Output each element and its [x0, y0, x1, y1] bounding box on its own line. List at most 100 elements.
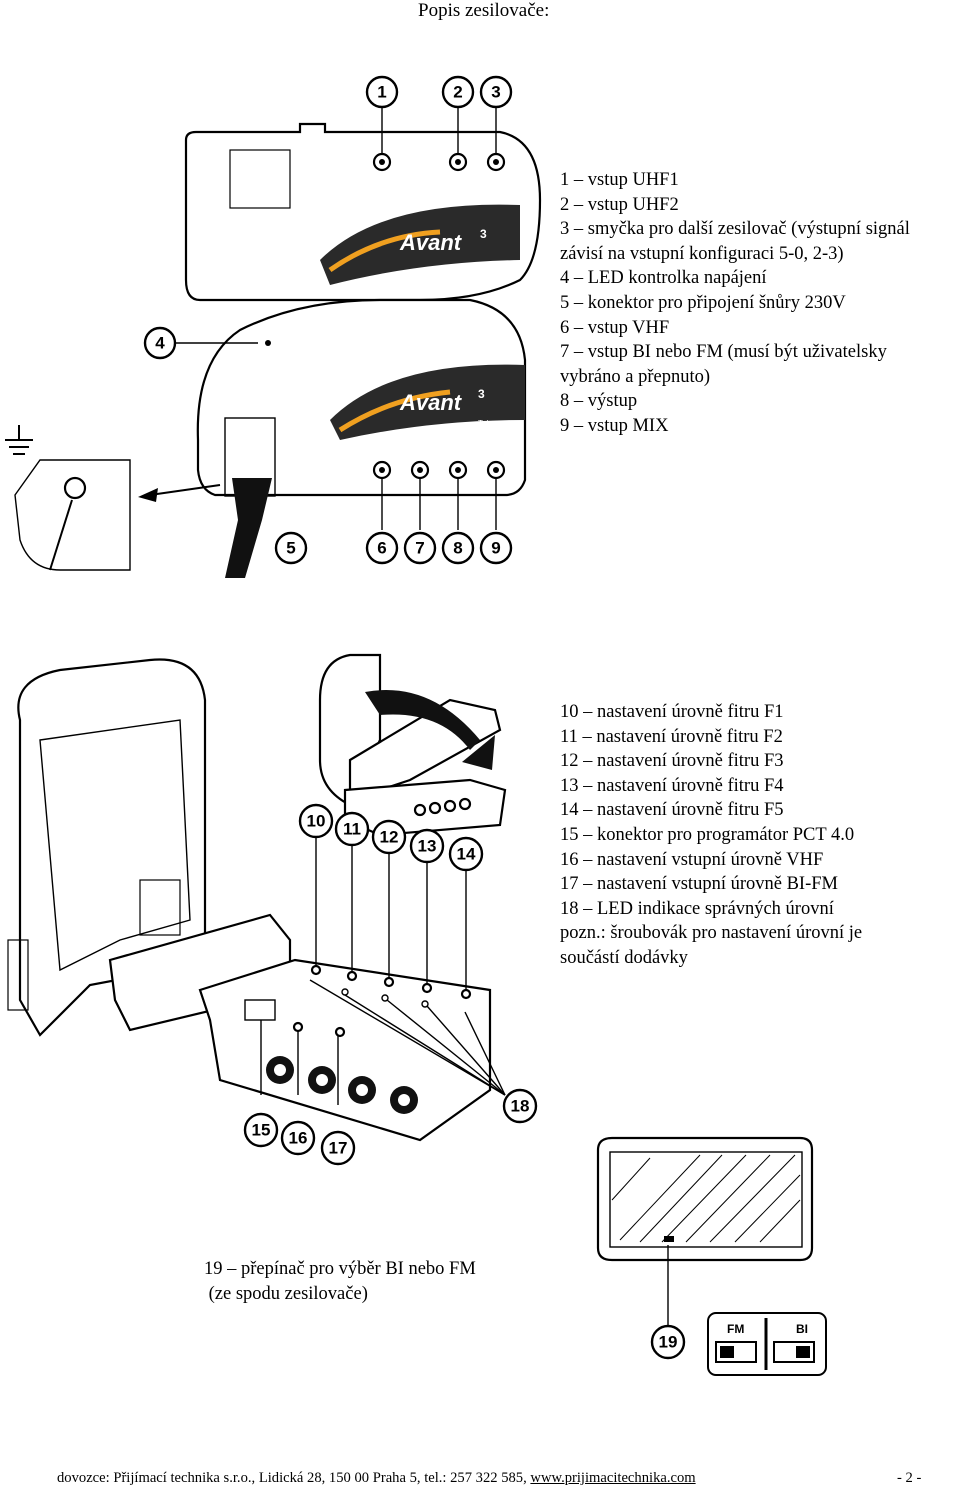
list-item: pozn.: šroubovák pro nastavení úrovní je [560, 923, 863, 944]
callout-badge-6: 6 [365, 531, 399, 565]
amplifier-underside-outline [596, 1136, 814, 1262]
vent-grid-upper [229, 149, 291, 209]
underside-hatching [611, 1154, 801, 1243]
trimmer-f3 [383, 976, 395, 988]
switch-label-bi: BI [796, 1322, 808, 1336]
list-item: 3 – smyčka pro další zesilovač (výstupní… [560, 219, 910, 240]
programmer-connector [244, 999, 276, 1021]
list-item: 18 – LED indikace správných úrovní [560, 898, 834, 919]
list-item: 5 – konektor pro připojení šnůry 230V [560, 292, 846, 313]
svg-text:14: 14 [457, 845, 476, 864]
connector-bi-fm [410, 460, 430, 480]
amplifier-lid-shell [17, 658, 207, 1037]
list-item: 6 – vstup VHF [560, 317, 670, 338]
callout-badge-9: 9 [479, 531, 513, 565]
footer-website-link[interactable]: www.prijimacitechnika.com [530, 1470, 696, 1486]
list-item: 10 – nastavení úrovně fitru F1 [560, 702, 784, 722]
callout-badge-15: 15 [243, 1112, 279, 1148]
brand-logo-sup-lower: 3 [478, 387, 485, 401]
maker-logo: Televes [478, 419, 505, 428]
list-item: 15 – konektor pro programátor PCT 4.0 [560, 824, 855, 845]
switch-label-fm: FM [727, 1322, 744, 1336]
svg-text:17: 17 [329, 1139, 348, 1158]
amplifier-internal-illustration: 10 11 12 13 14 15 16 17 18 [7, 653, 538, 1166]
connector-mix [486, 460, 506, 480]
callout-badge-13: 13 [409, 828, 445, 864]
callout-badge-14: 14 [448, 836, 484, 872]
list-item: 2 – vstup UHF2 [560, 194, 679, 215]
list-item: závisí na vstupní konfiguraci 5-0, 2-3) [560, 243, 844, 264]
list-item: 13 – nastavení úrovně fitru F4 [560, 775, 784, 796]
trimmer-f1 [310, 964, 322, 976]
f-connectors [266, 1056, 418, 1114]
ground-symbol-icon [5, 425, 33, 455]
list-item: 8 – výstup [560, 391, 638, 412]
svg-text:1: 1 [377, 83, 386, 102]
svg-text:2: 2 [453, 83, 462, 102]
svg-text:18: 18 [511, 1097, 530, 1116]
amplifier-exterior-illustration: Avant 3 Avant 3 Televes 1 2 3 4 5 6 7 8 … [5, 75, 542, 578]
svg-text:16: 16 [289, 1129, 308, 1148]
svg-text:7: 7 [415, 539, 424, 558]
page-footer: dovozce: Přijímací technika s.r.o., Lidi… [57, 1470, 696, 1487]
amplifier-circuit-box [198, 958, 492, 1142]
brand-band-upper [320, 204, 520, 285]
svg-text:10: 10 [307, 812, 326, 831]
callout-badge-5: 5 [274, 531, 308, 565]
list-item: 16 – nastavení vstupní úrovně VHF [560, 849, 824, 870]
description-list-middle: 10 – nastavení úrovně fitru F1 11 – nast… [560, 700, 862, 971]
callout-badge-12: 12 [371, 819, 407, 855]
switch-knob-fm [720, 1346, 734, 1358]
callout-badge-18: 18 [502, 1088, 538, 1124]
callout-badge-8: 8 [441, 531, 475, 565]
ground-screw-detail [14, 459, 131, 571]
connector-output [448, 460, 468, 480]
list-item: 9 – vstup MIX [560, 415, 669, 436]
callout-badge-17: 17 [320, 1130, 356, 1166]
amplifier-underside-illustration: FM BI 19 [596, 1136, 827, 1376]
led-power-indicator [265, 340, 271, 346]
callout-badge-10: 10 [298, 803, 334, 839]
trimmer-bi-fm [334, 1026, 346, 1038]
trimmer-f4 [421, 982, 433, 994]
brand-logo-upper: Avant [399, 230, 463, 255]
svg-text:9: 9 [491, 539, 500, 558]
callout-badge-3: 3 [479, 75, 513, 109]
connector-uhf2 [448, 152, 468, 172]
svg-text:8: 8 [453, 539, 462, 558]
svg-text:4: 4 [155, 334, 165, 353]
svg-text:15: 15 [252, 1121, 271, 1140]
svg-text:3: 3 [491, 83, 500, 102]
footer-text: dovozce: Přijímací technika s.r.o., Lidi… [57, 1470, 531, 1486]
svg-text:13: 13 [418, 837, 437, 856]
brand-band-lower [330, 364, 525, 440]
svg-text:11: 11 [343, 820, 361, 839]
connector-loop [486, 152, 506, 172]
trimmer-vhf [292, 1021, 304, 1033]
lid-open-arrow [365, 690, 480, 750]
connector-vhf [372, 460, 392, 480]
list-item: 11 – nastavení úrovně fitru F2 [560, 726, 783, 747]
svg-text:5: 5 [286, 539, 295, 558]
list-item: 14 – nastavení úrovně fitru F5 [560, 800, 784, 821]
callout-badge-16: 16 [280, 1120, 316, 1156]
page-number: - 2 - [897, 1470, 922, 1486]
callout-badge-4: 4 [143, 326, 177, 360]
svg-text:19: 19 [659, 1333, 678, 1352]
callout-badge-7: 7 [403, 531, 437, 565]
connector-uhf1 [372, 152, 392, 172]
trimmer-f2 [346, 970, 358, 982]
list-item: 12 – nastavení úrovně fitru F3 [560, 751, 784, 772]
list-item: 7 – vstup BI nebo FM (musí být uživatels… [560, 342, 887, 363]
trimmer-f5 [460, 988, 472, 1000]
svg-text:6: 6 [377, 539, 386, 558]
svg-text:12: 12 [380, 828, 399, 847]
list-item: 1 – vstup UHF1 [560, 170, 679, 190]
brand-logo-sup-upper: 3 [480, 227, 487, 241]
list-item: vybráno a přepnuto) [560, 366, 711, 387]
callout-badge-1: 1 [365, 75, 399, 109]
power-cord [225, 478, 272, 578]
list-item: 19 – přepínač pro výběr BI nebo FM [204, 1259, 476, 1279]
callout-badge-11: 11 [334, 811, 370, 847]
list-item: 4 – LED kontrolka napájení [560, 268, 767, 289]
